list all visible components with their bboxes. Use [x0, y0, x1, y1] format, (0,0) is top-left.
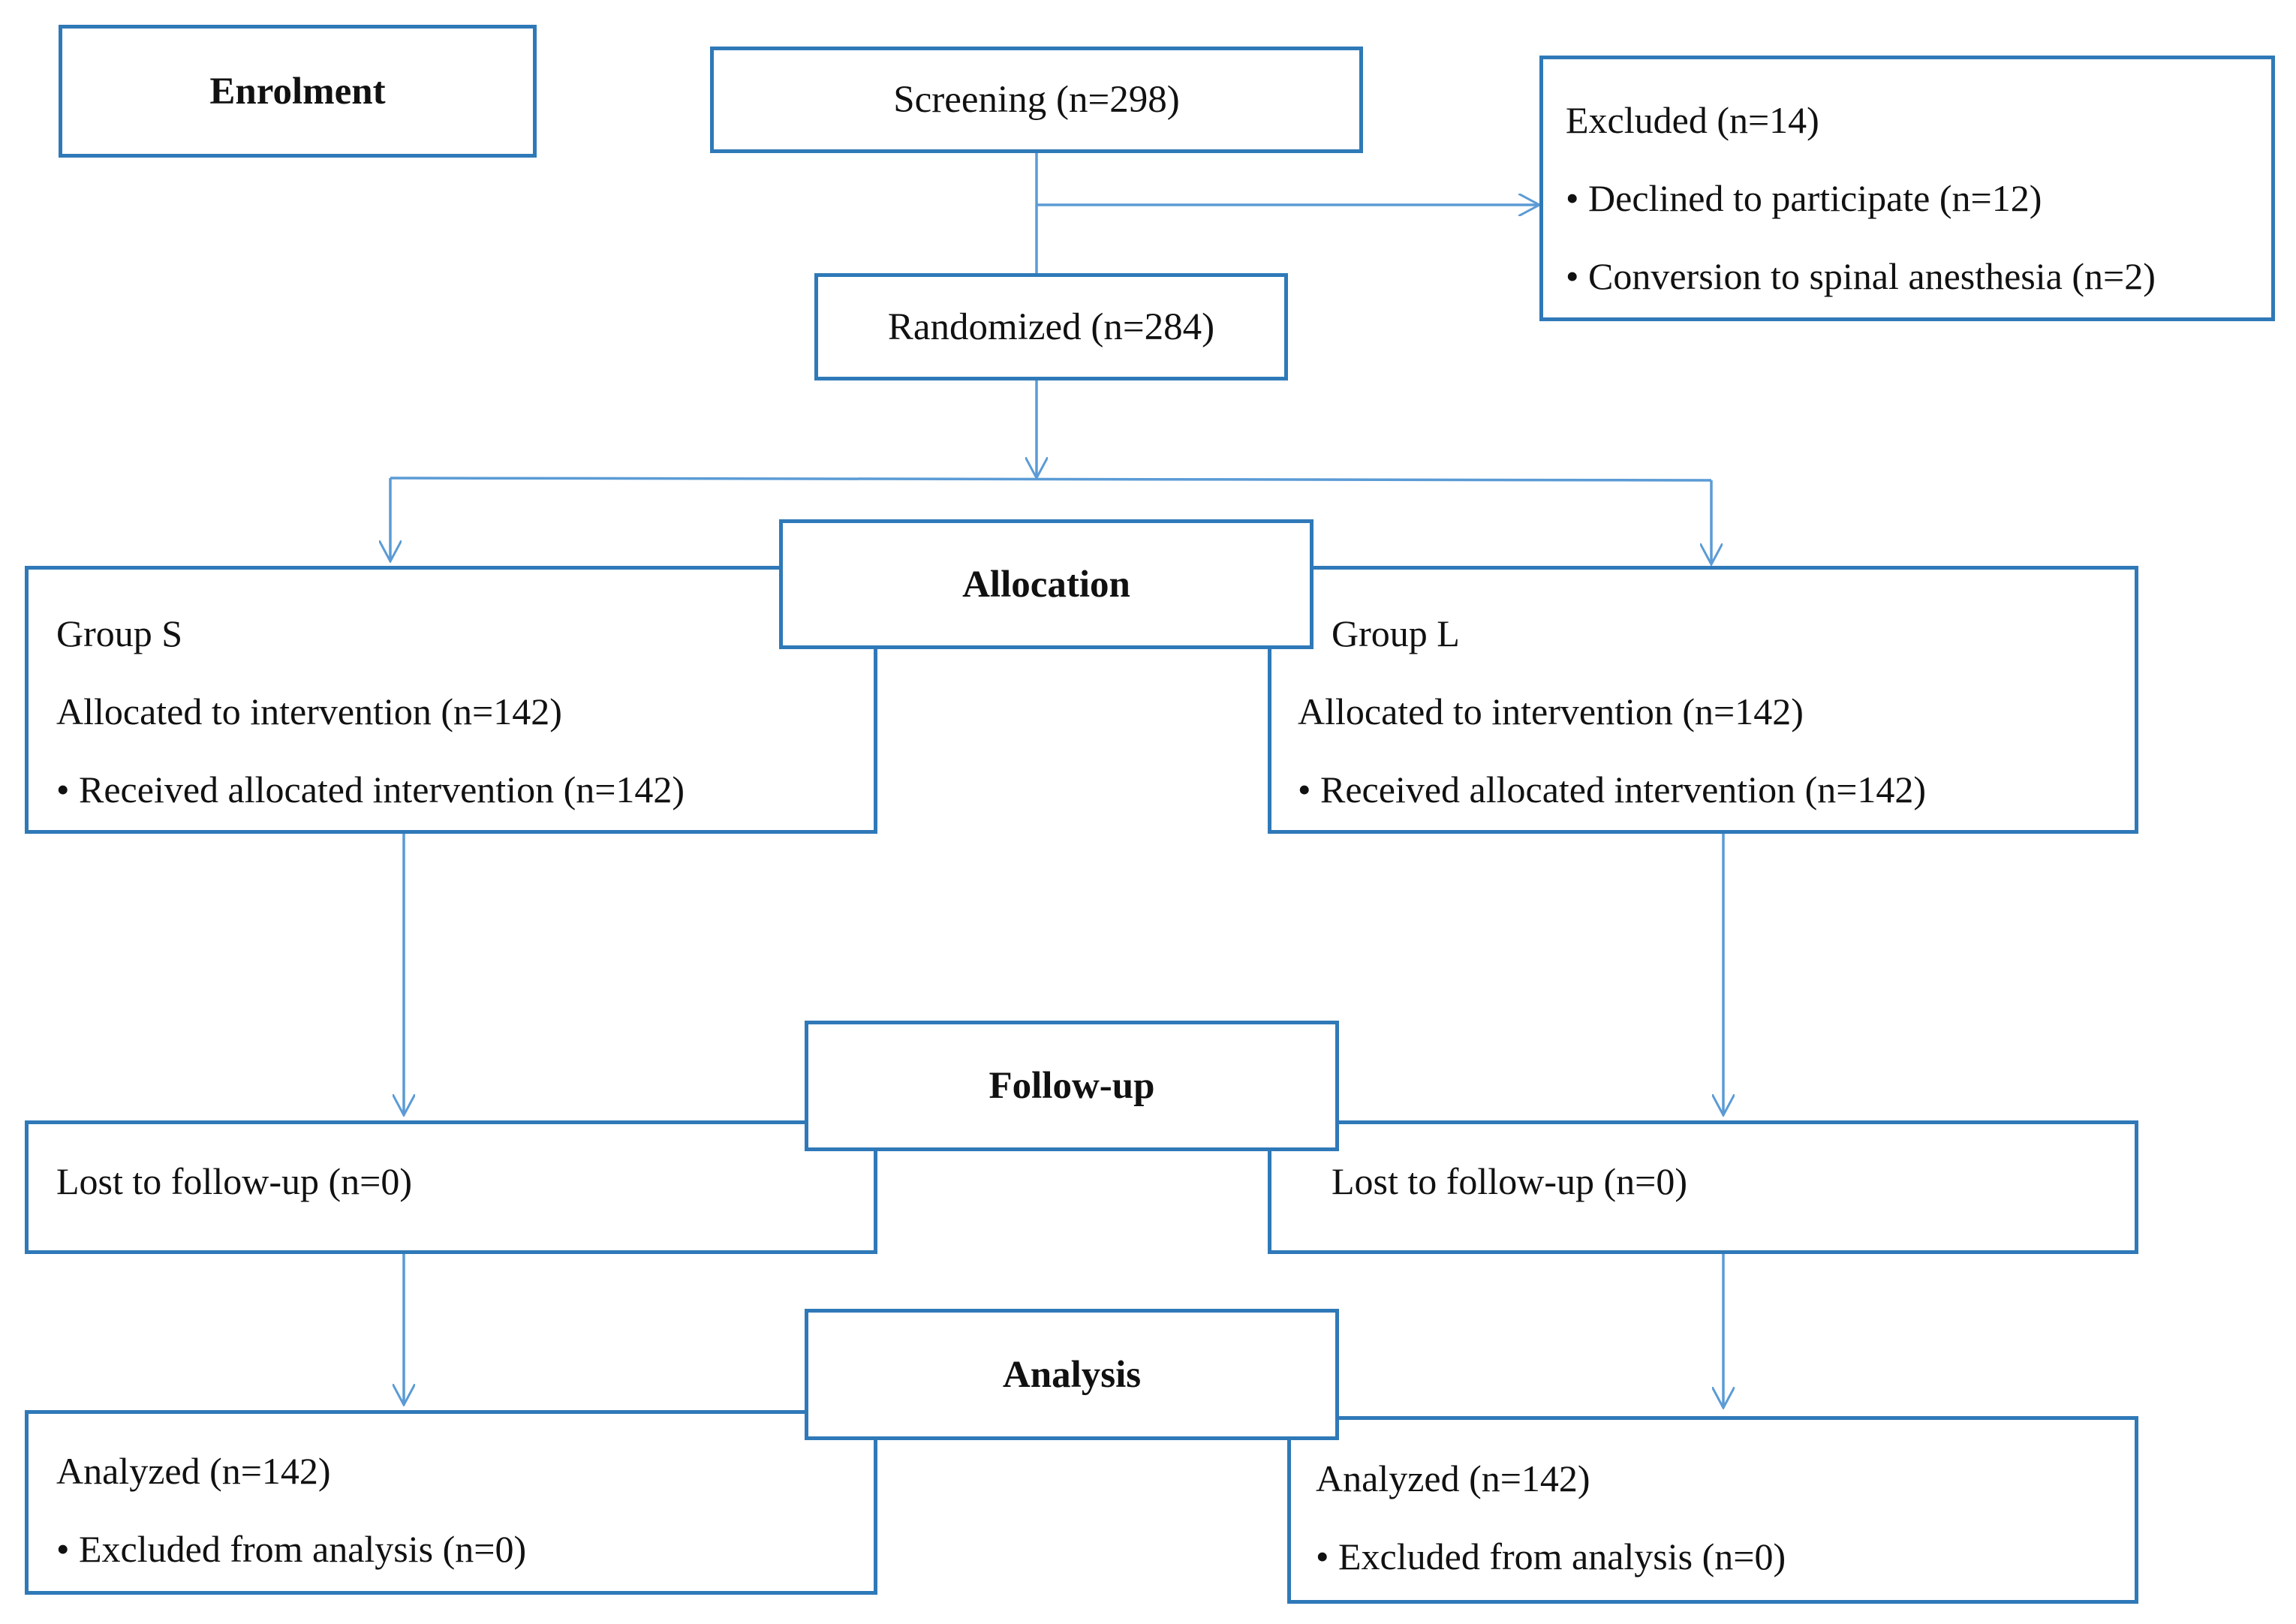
group-s-allocated: Allocated to intervention (n=142) — [56, 690, 562, 732]
group-s-analyzed: Analyzed (n=142) — [56, 1450, 331, 1492]
group-l-allocation-box: Group L Allocated to intervention (n=142… — [1268, 566, 2138, 834]
screening-box: Screening (n=298) — [710, 47, 1363, 153]
stage-enrolment-label: Enrolment — [209, 70, 386, 113]
excluded-item-declined: Declined to participate (n=12) — [1566, 179, 2042, 217]
stage-analysis-label: Analysis — [1002, 1353, 1142, 1396]
excluded-title: Excluded (n=14) — [1566, 99, 1819, 141]
group-l-received: Received allocated intervention (n=142) — [1298, 771, 1926, 808]
excluded-item-conversion: Conversion to spinal anesthesia (n=2) — [1566, 257, 2156, 295]
group-s-lost: Lost to follow-up (n=0) — [56, 1160, 412, 1202]
randomized-label: Randomized (n=284) — [887, 305, 1215, 348]
stage-allocation-label: Allocation — [962, 563, 1130, 606]
excluded-box: Excluded (n=14) Declined to participate … — [1539, 56, 2275, 321]
group-s-excluded-analysis: Excluded from analysis (n=0) — [56, 1530, 526, 1568]
group-s-followup-box: Lost to follow-up (n=0) — [25, 1120, 877, 1254]
group-s-received: Received allocated intervention (n=142) — [56, 771, 685, 808]
group-l-allocated: Allocated to intervention (n=142) — [1298, 690, 1804, 732]
connector-split-horizontal — [390, 477, 1712, 482]
group-l-followup-box: Lost to follow-up (n=0) — [1268, 1120, 2138, 1254]
stage-enrolment: Enrolment — [59, 25, 537, 158]
stage-follow-up: Follow-up — [805, 1021, 1339, 1151]
group-l-excluded-analysis: Excluded from analysis (n=0) — [1316, 1538, 1786, 1575]
group-l-lost: Lost to follow-up (n=0) — [1332, 1160, 1687, 1202]
group-s-allocation-box: Group S Allocated to intervention (n=142… — [25, 566, 877, 834]
stage-analysis: Analysis — [805, 1309, 1339, 1440]
group-l-analysis-box: Analyzed (n=142) Excluded from analysis … — [1287, 1416, 2138, 1604]
group-s-name: Group S — [56, 612, 183, 654]
randomized-box: Randomized (n=284) — [814, 273, 1288, 380]
group-s-analysis-box: Analyzed (n=142) Excluded from analysis … — [25, 1410, 877, 1595]
screening-label: Screening (n=298) — [893, 79, 1180, 121]
stage-allocation: Allocation — [779, 519, 1314, 649]
stage-follow-up-label: Follow-up — [989, 1065, 1155, 1107]
group-l-analyzed: Analyzed (n=142) — [1316, 1457, 1590, 1499]
group-l-name: Group L — [1332, 612, 1460, 654]
